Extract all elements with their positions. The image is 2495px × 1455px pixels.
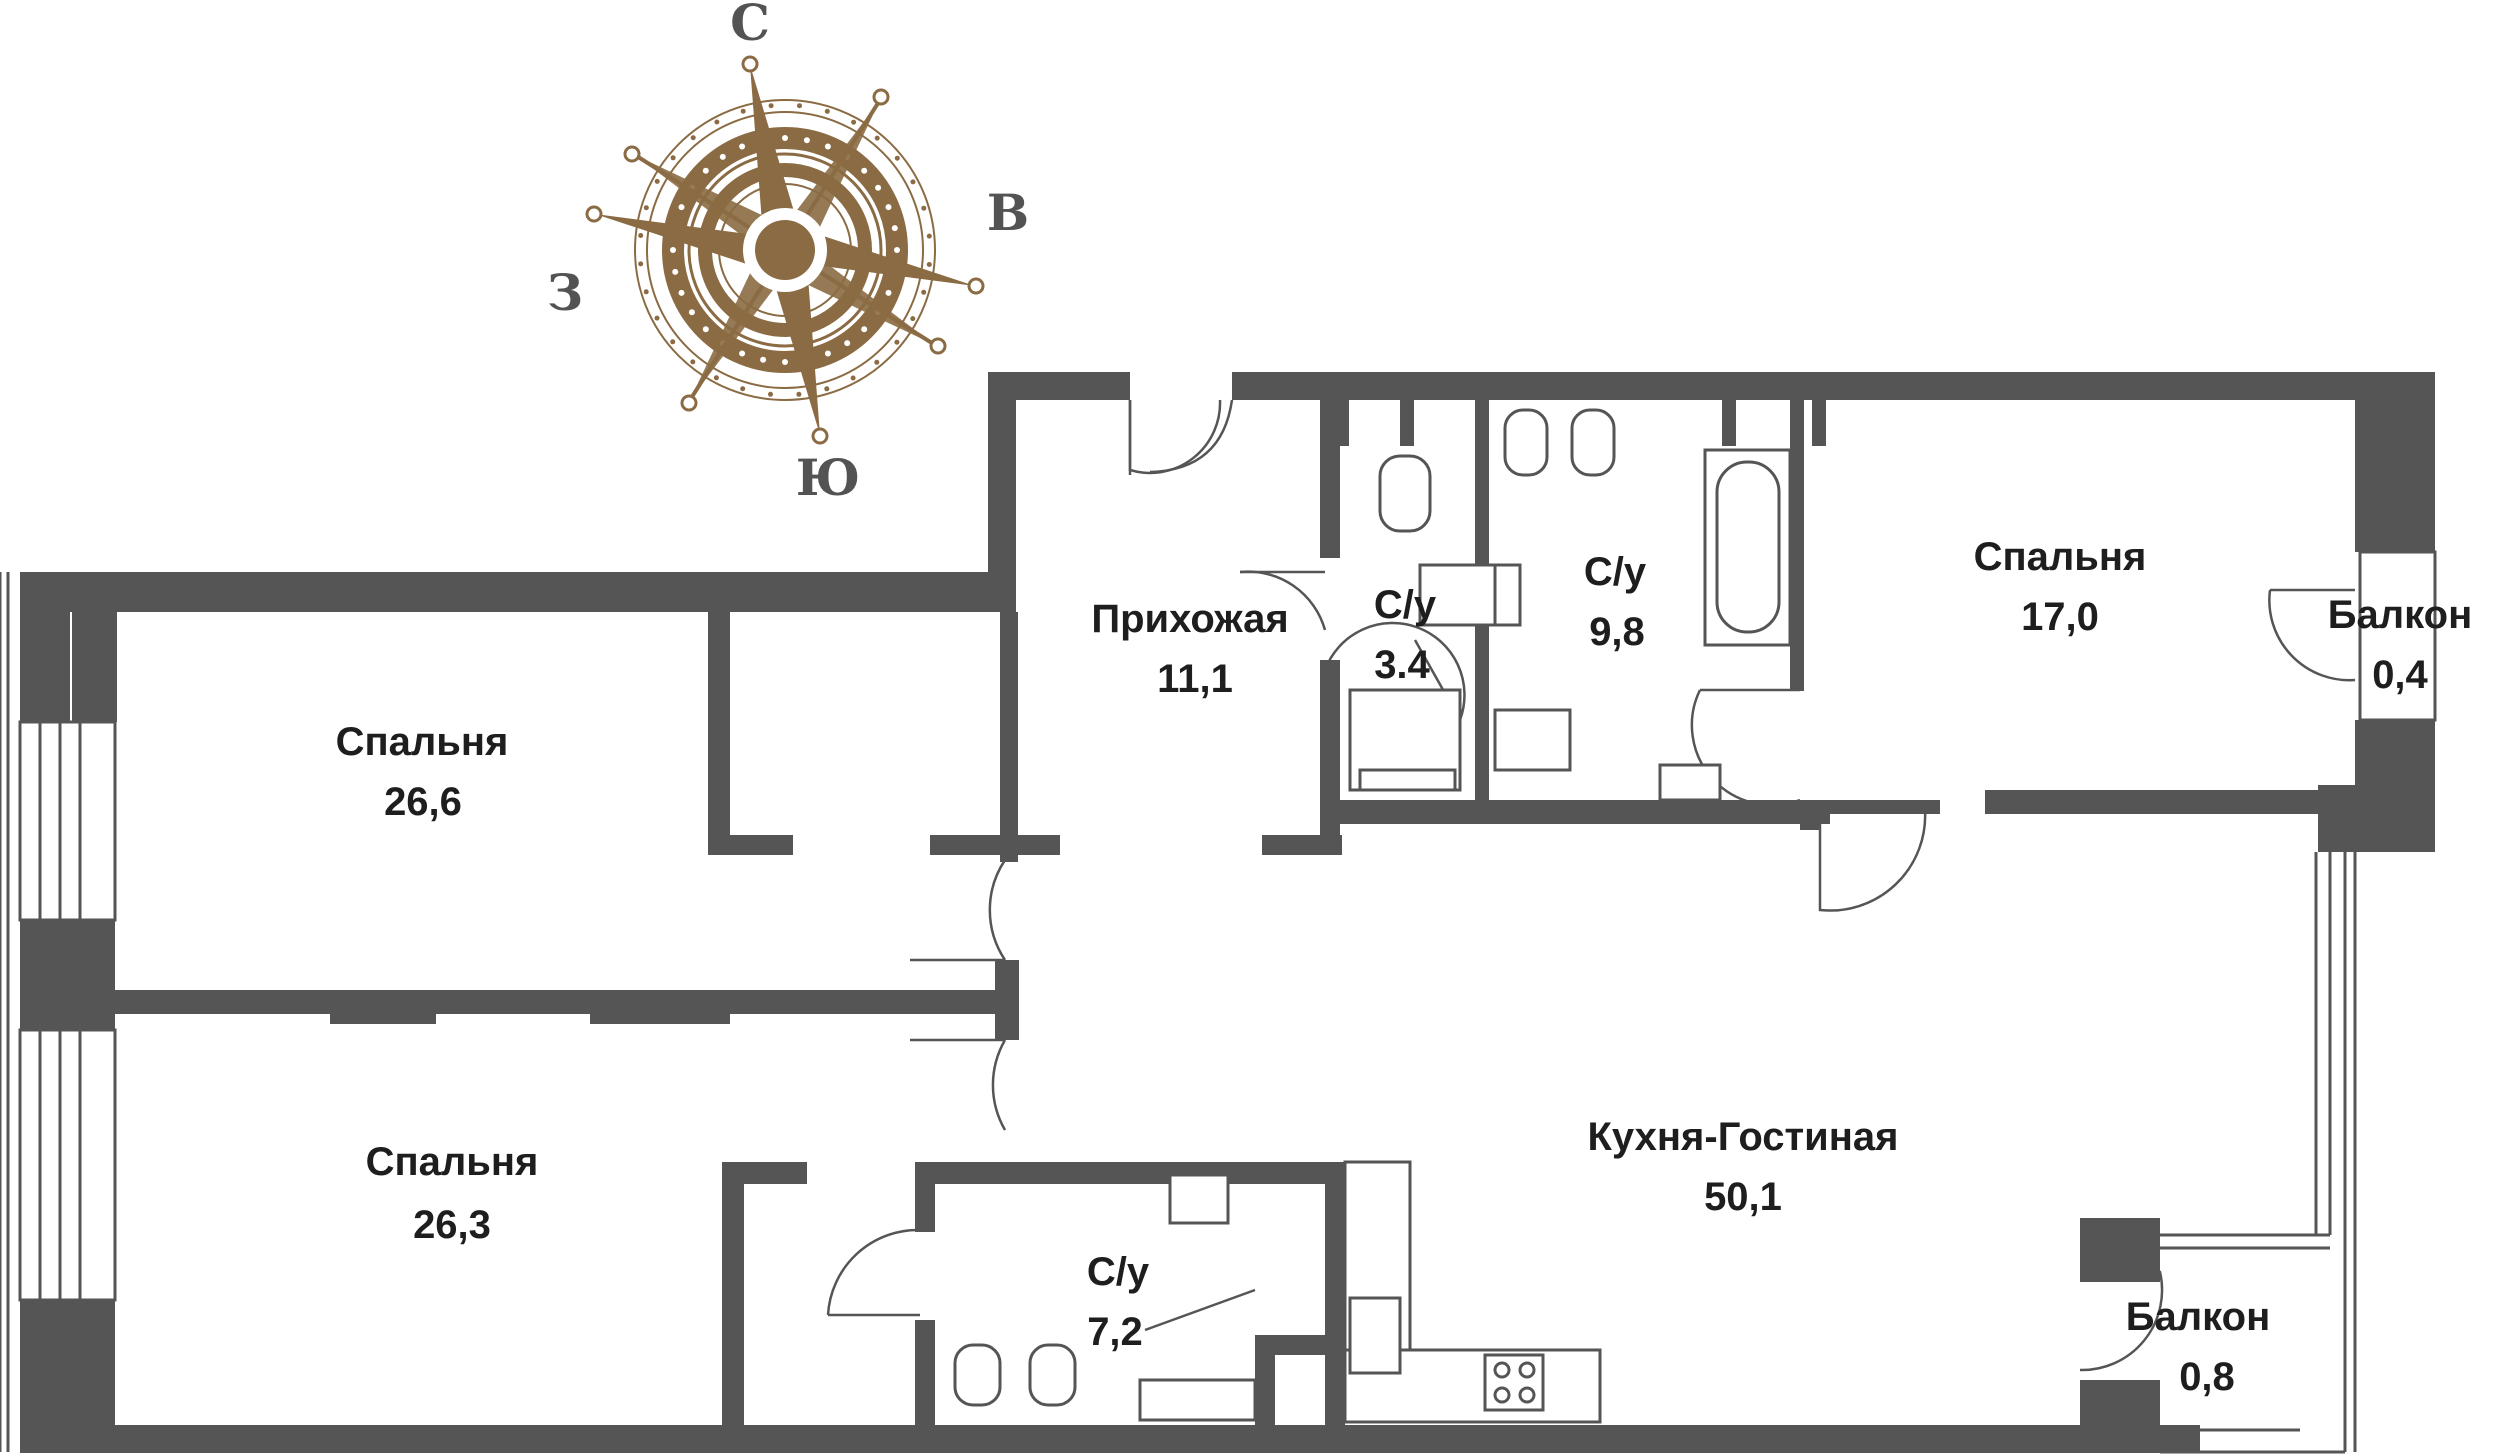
compass-north-label: С [730, 0, 770, 52]
compass-outer-dot [714, 119, 720, 125]
room-name-bedroom-sw: Спальня [366, 1140, 539, 1184]
compass-outer-dot [921, 289, 927, 295]
compass-outer-dot [638, 233, 644, 238]
room-area-kitchen-living: 50,1 [1704, 1175, 1782, 1219]
room-area-wc-main: 9,8 [1589, 610, 1645, 654]
compass-outer-dot [768, 103, 774, 109]
compass-rose [585, 55, 985, 445]
compass-outer-dot [926, 233, 932, 239]
compass-ring-dot [891, 225, 898, 232]
compass-outer-dot [926, 262, 932, 267]
compass-ring-dot [739, 350, 746, 357]
compass-ring-dot [702, 326, 709, 333]
compass-outer-dot [894, 155, 900, 161]
compass-ring-dot [739, 143, 746, 150]
compass-outer-dot [740, 386, 746, 392]
compass-outer-dot [874, 135, 880, 141]
room-area-bedroom-ne: 17,0 [2021, 595, 2099, 639]
room-area-balcony-se: 0,8 [2179, 1355, 2235, 1399]
room-name-hallway: Прихожая [1091, 597, 1288, 641]
doors [826, 399, 2356, 1372]
compass-ring-dot [702, 167, 709, 174]
compass-ring-dot [760, 356, 767, 363]
compass-outer-dot [713, 375, 719, 381]
compass-ring-dot [885, 289, 892, 296]
compass-outer-dot [670, 155, 676, 161]
room-labels: Прихожая 11,1 С/у 3.4 С/у 9,8 Спальня 17… [336, 535, 2473, 1399]
compass-ring-dot [861, 167, 868, 174]
compass-outer-dot [643, 205, 649, 211]
compass-outer-dot [797, 103, 802, 109]
compass-outer-dot [740, 108, 746, 114]
compass-outer-dot [643, 289, 649, 295]
compass-ring-dot [844, 340, 851, 347]
compass-ring-dot [782, 135, 788, 141]
compass-east-label: В [987, 183, 1029, 242]
compass-outer-dot [824, 108, 830, 114]
compass-outer-dot [910, 179, 916, 185]
west-windows [0, 572, 117, 1452]
compass-ring-dot [688, 309, 695, 316]
compass-outer-dot [654, 315, 660, 321]
compass-ring-dot [885, 204, 892, 211]
compass-ring-dot [678, 289, 685, 296]
room-name-bedroom-ne: Спальня [1974, 535, 2147, 579]
compass-ring-dot [894, 247, 900, 253]
compass-outer-dot [824, 386, 830, 392]
compass-ring-dot [719, 153, 726, 160]
compass-ring-dot [670, 247, 676, 253]
compass-outer-dot [850, 375, 856, 381]
compass-west-label: З [547, 263, 583, 322]
room-area-hallway: 11,1 [1157, 657, 1233, 701]
compass-outer-dot [796, 391, 802, 397]
room-area-bedroom-nw: 26,6 [384, 780, 462, 824]
compass-outer-dot [894, 339, 900, 345]
compass-ring-dot [782, 359, 788, 365]
compass-outer-dot [910, 316, 916, 322]
compass-outer-dot [874, 359, 880, 365]
compass-ring-dot [678, 204, 685, 211]
compass-outer-dot [690, 135, 696, 141]
compass-outer-dot [921, 205, 927, 211]
room-area-wc-small: 3.4 [1374, 643, 1430, 687]
compass-ring-dot [672, 268, 679, 275]
room-area-balcony-ne: 0,4 [2372, 653, 2428, 697]
room-area-wc-south: 7,2 [1087, 1310, 1143, 1354]
compass-outer-dot [638, 261, 644, 267]
compass-outer-dot [654, 178, 660, 184]
room-name-wc-main: С/у [1584, 550, 1647, 594]
compass-outer-dot [690, 359, 696, 365]
compass-outer-dot [851, 119, 857, 125]
walls [20, 372, 2435, 1453]
compass-outer-dot [768, 391, 773, 397]
compass-south-label: Ю [796, 448, 860, 507]
room-area-bedroom-sw: 26,3 [413, 1203, 491, 1247]
room-name-wc-south: С/у [1087, 1250, 1150, 1294]
east-glazing [2160, 550, 2437, 1454]
compass-ring-dot [875, 184, 882, 191]
compass-ring-dot [824, 350, 831, 357]
room-name-kitchen-living: Кухня-Гостиная [1588, 1115, 1899, 1159]
compass-ring-dot [824, 143, 831, 150]
fixtures [953, 408, 1792, 1424]
room-name-balcony-se: Балкон [2126, 1295, 2271, 1339]
compass-outer-dot [670, 339, 676, 345]
compass-ring-dot [861, 326, 868, 333]
room-name-bedroom-nw: Спальня [336, 720, 509, 764]
compass-ring-dot [803, 137, 810, 144]
room-name-balcony-ne: Балкон [2328, 593, 2473, 637]
room-name-wc-small: С/у [1374, 583, 1437, 627]
